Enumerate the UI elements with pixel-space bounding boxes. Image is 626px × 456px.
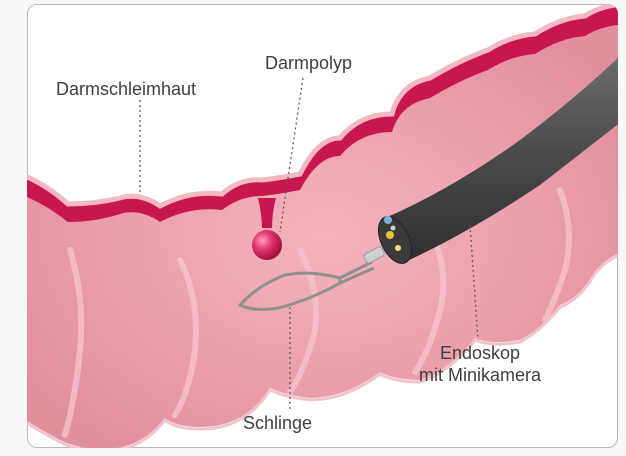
label-schlinge: Schlinge [243,412,312,434]
label-darmpolyp: Darmpolyp [265,52,352,74]
label-darmschleimhaut: Darmschleimhaut [56,78,196,100]
light-source-icon [395,245,401,251]
camera-lens-yellow-icon [386,231,394,239]
darmpolyp-shape [252,230,282,260]
label-endoskop-line1: Endoskop [380,342,580,364]
label-endoskop-line2: mit Minikamera [380,364,580,386]
label-endoskop: Endoskop mit Minikamera [380,342,580,386]
camera-lens-blue-icon [384,216,392,224]
channel-opening-icon [391,226,396,231]
